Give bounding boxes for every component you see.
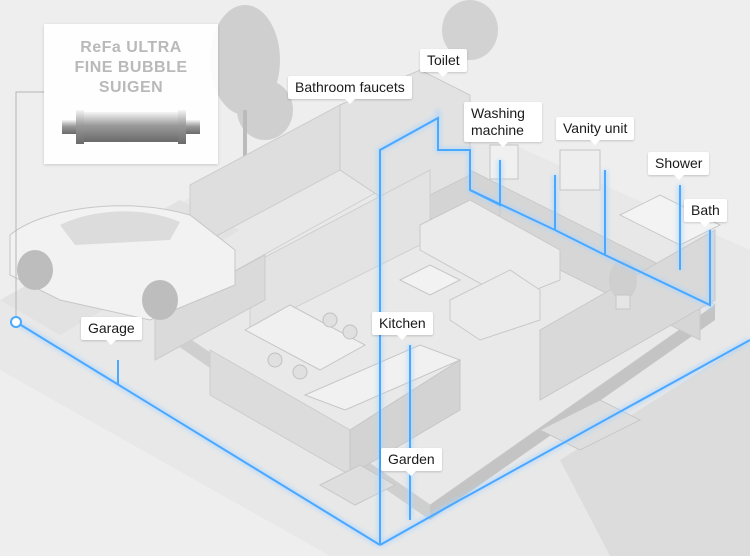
lawn-strip <box>560 340 750 556</box>
filter-cartridge-image <box>62 110 200 144</box>
garage-label: Garage <box>81 317 142 345</box>
product-connector-line <box>15 91 44 318</box>
right-front-wall <box>539 229 716 401</box>
washing-machine <box>489 144 519 180</box>
sofa <box>419 199 561 341</box>
water-inlet-marker <box>10 316 22 328</box>
bathtub <box>618 194 722 246</box>
product-title: ReFa ULTRA FINE BUBBLE SUIGEN <box>74 39 188 96</box>
washing-machine-label: Washing machine <box>464 102 542 147</box>
front-step <box>318 464 397 506</box>
vanity-unit-label: Vanity unit <box>556 117 635 145</box>
dining-table <box>243 304 367 380</box>
tree-2 <box>442 0 498 60</box>
kitchen-label: Kitchen <box>372 312 433 340</box>
product-card: ReFa ULTRA FINE BUBBLE SUIGEN <box>44 24 218 164</box>
vanity-cabinet <box>559 149 601 191</box>
foundation-right <box>430 305 715 520</box>
garden-label: Garden <box>381 448 442 476</box>
car <box>9 205 236 321</box>
water-pipes <box>15 116 750 546</box>
shower-label: Shower <box>648 152 710 180</box>
coffee-table <box>398 264 462 296</box>
tree <box>210 5 293 160</box>
toilet-label: Toilet <box>420 49 467 77</box>
bathroom-faucets-label: Bathroom faucets <box>288 76 412 104</box>
bath-label: Bath <box>684 199 727 227</box>
